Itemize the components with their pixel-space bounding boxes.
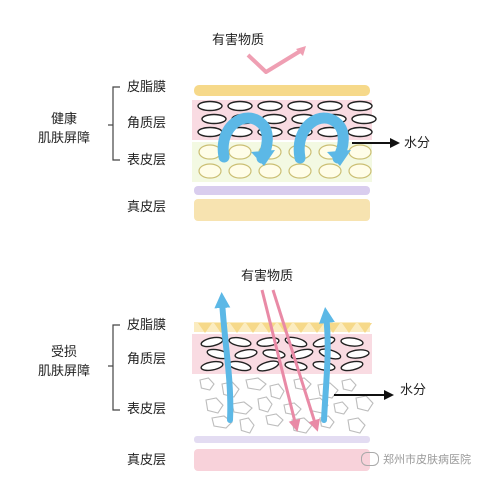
layer-label-sebum-bottom: 皮脂膜 xyxy=(127,318,167,333)
brick-cell xyxy=(347,100,373,112)
sebum-fragment xyxy=(246,323,260,333)
sebum-fragment xyxy=(358,323,372,333)
epidermis-cell xyxy=(228,144,252,160)
dermis-layer-bottom xyxy=(194,449,370,471)
harmful-deflected-arrow xyxy=(246,46,306,74)
sebum-fragment xyxy=(342,323,356,333)
epidermis-cell xyxy=(198,163,222,179)
harmful-label-bottom: 有害物质 xyxy=(241,269,294,284)
layer-label-dermis-bottom: 真皮层 xyxy=(127,453,167,468)
group-label-damaged-line2: 肌肤屏障 xyxy=(37,364,90,379)
dermis-layer-top xyxy=(194,199,370,221)
wechat-icon xyxy=(361,452,379,466)
sebum-layer-top xyxy=(194,85,370,96)
epidermis-cell xyxy=(228,163,252,179)
sebum-fragment xyxy=(198,323,212,333)
group-label-damaged: 受损 肌肤屏障 xyxy=(20,343,108,381)
epidermis-fragment xyxy=(245,377,267,391)
watermark: 郑州市皮肤病医院 xyxy=(361,451,471,467)
harmful-penetrating-arrows xyxy=(260,289,320,432)
brick-cell xyxy=(200,360,224,372)
epidermis-fragment xyxy=(205,397,224,414)
epidermis-cells-top xyxy=(198,144,372,179)
epidermis-fragment xyxy=(347,417,366,434)
epidermis-fragment xyxy=(355,395,374,412)
brick-cell xyxy=(201,113,227,125)
brick-cell xyxy=(340,360,364,372)
brick-cell xyxy=(351,113,377,125)
group-label-damaged-line1: 受损 xyxy=(50,345,77,360)
brick-cell xyxy=(257,100,283,112)
brick-cell xyxy=(347,126,373,138)
sebum-zigzag-bottom xyxy=(198,323,372,333)
epidermis-cell xyxy=(288,163,312,179)
layer-label-stratum-top: 角质层 xyxy=(127,116,167,131)
sebum-fragment xyxy=(310,323,324,333)
epidermis-fragment xyxy=(199,377,215,391)
epidermis-cell xyxy=(318,163,342,179)
group-label-healthy: 健康 肌肤屏障 xyxy=(20,110,108,148)
epidermis-cell xyxy=(348,163,372,179)
sebum-fragment xyxy=(262,323,276,333)
watermark-text: 郑州市皮肤病医院 xyxy=(383,453,471,466)
epidermis-fragment xyxy=(265,413,284,427)
brick-cell xyxy=(317,100,343,112)
water-label-top: 水分 xyxy=(404,136,431,151)
sebum-fragment xyxy=(294,323,308,333)
divider-layer-top xyxy=(194,186,370,195)
moisture-arc-left xyxy=(217,112,275,166)
moisture-arc-right xyxy=(293,112,351,166)
epidermis-fragment xyxy=(333,401,349,415)
epidermis-fragment xyxy=(231,401,253,415)
layer-label-sebum-top: 皮脂膜 xyxy=(127,80,167,95)
layer-label-epidermis-top: 表皮层 xyxy=(127,153,167,168)
epidermis-fragment xyxy=(239,417,255,434)
group-label-healthy-line1: 健康 xyxy=(50,112,77,127)
water-label-bottom: 水分 xyxy=(400,383,427,398)
brick-cell xyxy=(340,337,364,347)
bracket-damaged xyxy=(108,324,120,411)
brick-cell xyxy=(287,100,313,112)
group-label-healthy-line2: 肌肤屏障 xyxy=(37,131,90,146)
epidermis-cell xyxy=(258,163,282,179)
brick-cell xyxy=(234,348,258,360)
bracket-healthy xyxy=(108,86,120,161)
brick-cell xyxy=(197,126,223,138)
brick-cell xyxy=(197,100,223,112)
divider-layer-bottom xyxy=(194,436,370,443)
brick-cell xyxy=(290,348,314,360)
epidermis-fragment xyxy=(211,415,233,429)
epidermis-cell xyxy=(348,144,372,160)
brick-cell xyxy=(228,336,252,348)
sebum-fragment xyxy=(230,323,244,333)
layer-label-dermis-top: 真皮层 xyxy=(127,200,167,215)
brick-cell xyxy=(256,360,280,372)
epidermis-fragment xyxy=(269,383,285,400)
layer-label-epidermis-bottom: 表皮层 xyxy=(127,402,167,417)
brick-cell xyxy=(346,349,370,359)
epidermis-fragment xyxy=(341,378,357,392)
brick-cell xyxy=(227,100,253,112)
layer-label-stratum-bottom: 角质层 xyxy=(127,352,167,367)
harmful-label-top: 有害物质 xyxy=(212,33,265,48)
epidermis-fragment xyxy=(257,396,273,413)
water-escape-arrows xyxy=(214,292,335,423)
epidermis-cells-bottom xyxy=(199,377,374,434)
